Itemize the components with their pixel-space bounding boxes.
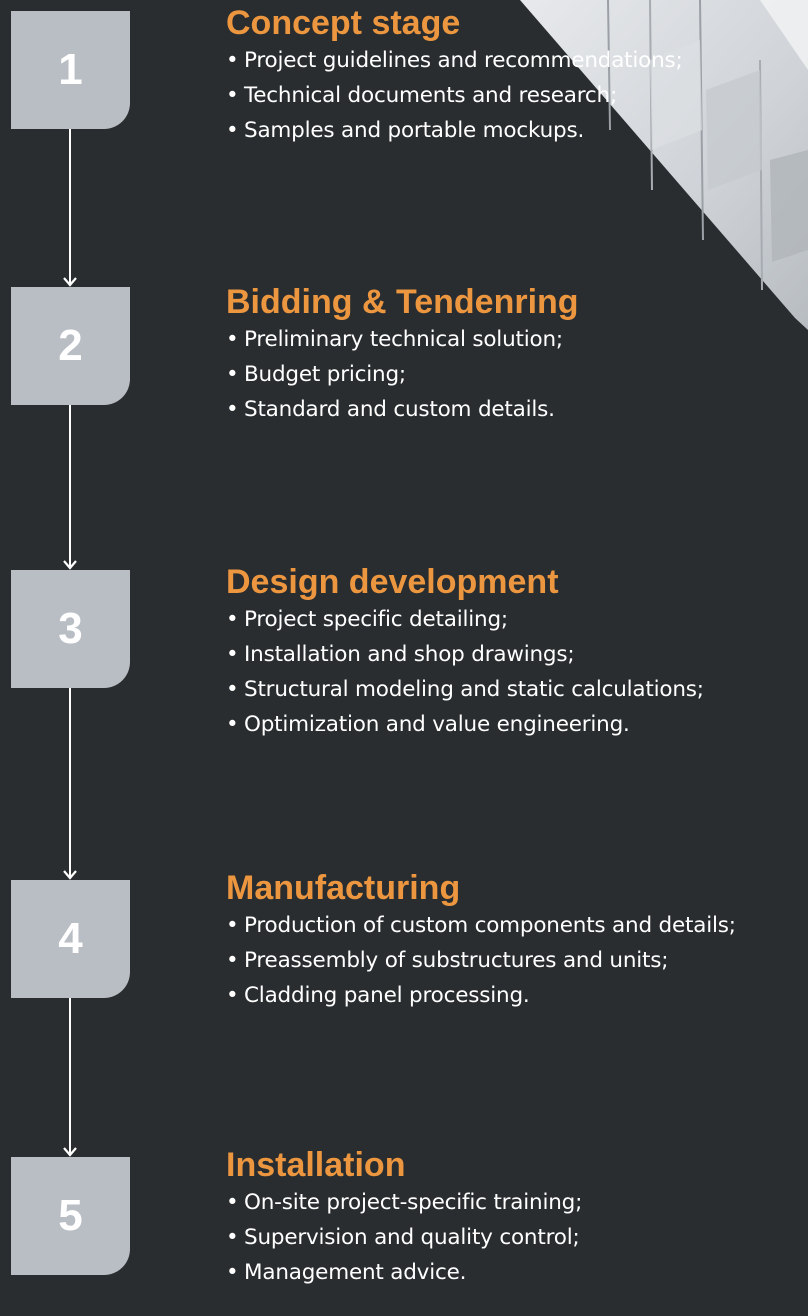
stage-3-items: •Project specific detailing;•Installatio… [226, 602, 808, 742]
stage-2-text: Bidding & Tendenring•Preliminary technic… [226, 282, 808, 427]
bullet-icon: • [226, 677, 239, 702]
bullet-icon: • [226, 1190, 239, 1215]
bullet-icon: • [226, 712, 239, 737]
arrow-head-icon [63, 277, 77, 287]
list-item: •Budget pricing; [226, 357, 808, 392]
list-item-text: Project specific detailing; [244, 607, 508, 632]
stage-5-items: •On-site project-specific training;•Supe… [226, 1185, 808, 1290]
list-item-text: Preliminary technical solution; [244, 327, 563, 352]
stage-2-items: •Preliminary technical solution;•Budget … [226, 322, 808, 427]
connector-arrow-2-3 [63, 405, 77, 570]
bullet-icon: • [226, 83, 239, 108]
list-item-text: Supervision and quality control; [244, 1225, 580, 1250]
list-item: •Installation and shop drawings; [226, 637, 808, 672]
list-item: •Production of custom components and det… [226, 908, 804, 943]
bullet-icon: • [226, 1225, 239, 1250]
list-item-text: Optimization and value engineering. [244, 712, 630, 737]
list-item-text: On-site project-specific training; [244, 1190, 583, 1215]
stage-1-title: Concept stage [226, 4, 461, 42]
stage-2-title: Bidding & Tendenring [226, 283, 579, 321]
list-item: •Project guidelines and recommendations; [226, 43, 808, 78]
stage-2-number-box: 2 [11, 287, 130, 405]
list-item-text: Project guidelines and recommendations; [244, 48, 683, 73]
bullet-icon: • [226, 48, 239, 73]
stage-4-items: •Production of custom components and det… [226, 908, 808, 1013]
list-item-text: Samples and portable mockups. [244, 118, 585, 143]
stage-3-title: Design development [226, 563, 559, 601]
list-item: •Standard and custom details. [226, 392, 808, 427]
list-item-text: Budget pricing; [244, 362, 406, 387]
stage-1-text: Concept stage•Project guidelines and rec… [226, 3, 808, 148]
list-item-text: Technical documents and research; [244, 83, 618, 108]
list-item-text: Installation and shop drawings; [244, 642, 575, 667]
list-item-text: Production of custom components and deta… [244, 913, 736, 938]
bullet-icon: • [226, 607, 239, 632]
bullet-icon: • [226, 362, 239, 387]
list-item: •Technical documents and research; [226, 78, 808, 113]
bullet-icon: • [226, 913, 239, 938]
arrow-head-icon [63, 1147, 77, 1157]
bullet-icon: • [226, 1260, 239, 1285]
list-item-text: Standard and custom details. [244, 397, 555, 422]
list-item-text: Preassembly of substructures and units; [244, 948, 669, 973]
stage-3-text: Design development•Project specific deta… [226, 562, 808, 742]
stage-3-number-box: 3 [11, 570, 130, 688]
stage-5-text: Installation•On-site project-specific tr… [226, 1145, 808, 1290]
connector-arrow-4-5 [63, 998, 77, 1157]
list-item: •Preassembly of substructures and units; [226, 943, 808, 978]
list-item: •Samples and portable mockups. [226, 113, 808, 148]
bullet-icon: • [226, 327, 239, 352]
connector-arrow-3-4 [63, 688, 77, 880]
stage-4-text: Manufacturing•Production of custom compo… [226, 868, 808, 1013]
list-item: •On-site project-specific training; [226, 1185, 808, 1220]
stage-4-title: Manufacturing [226, 869, 461, 907]
list-item-text: Structural modeling and static calculati… [244, 677, 704, 702]
list-item: •Preliminary technical solution; [226, 322, 808, 357]
bullet-icon: • [226, 948, 239, 973]
stage-4-number-box: 4 [11, 880, 130, 998]
list-item-text: Cladding panel processing. [244, 983, 530, 1008]
list-item: •Supervision and quality control; [226, 1220, 808, 1255]
bullet-icon: • [226, 642, 239, 667]
bullet-icon: • [226, 118, 239, 143]
list-item-text: Management advice. [244, 1260, 467, 1285]
stage-1-items: •Project guidelines and recommendations;… [226, 43, 808, 148]
bullet-icon: • [226, 983, 239, 1008]
stage-5-number-box: 5 [11, 1157, 130, 1275]
arrow-head-icon [63, 560, 77, 570]
list-item: •Cladding panel processing. [226, 978, 808, 1013]
stage-5-title: Installation [226, 1146, 406, 1184]
list-item: •Management advice. [226, 1255, 808, 1290]
stage-1-number-box: 1 [11, 11, 130, 129]
list-item: •Optimization and value engineering. [226, 707, 808, 742]
list-item: •Project specific detailing; [226, 602, 808, 637]
arrow-head-icon [63, 870, 77, 880]
list-item: •Structural modeling and static calculat… [226, 672, 808, 707]
bullet-icon: • [226, 397, 239, 422]
connector-arrow-1-2 [63, 129, 77, 287]
